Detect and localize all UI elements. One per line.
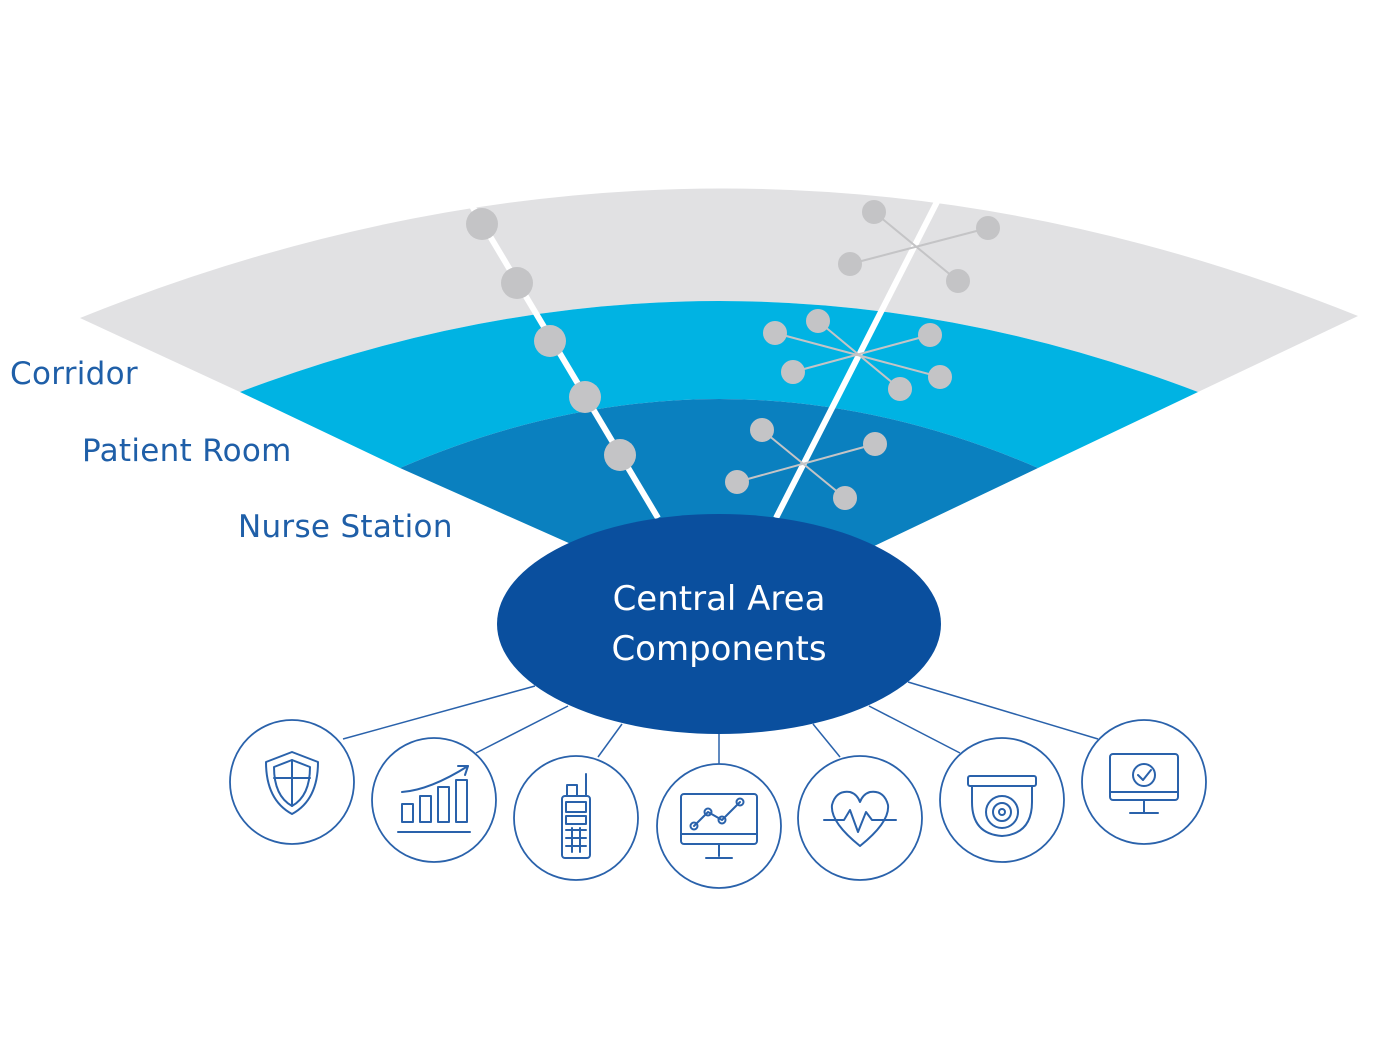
star-node bbox=[725, 470, 749, 494]
star-node bbox=[888, 377, 912, 401]
mesh-nodes bbox=[466, 208, 636, 471]
corridor-band bbox=[80, 188, 1358, 392]
star-node bbox=[928, 365, 952, 389]
growth-bar-chart-icon bbox=[397, 765, 471, 833]
heartbeat-icon bbox=[823, 790, 897, 847]
component-circle-analytics[interactable] bbox=[371, 737, 497, 863]
mesh-node bbox=[466, 208, 498, 240]
star-cluster-corridor bbox=[838, 200, 1000, 293]
star-node bbox=[763, 321, 787, 345]
star-node bbox=[806, 309, 830, 333]
component-circle-camera[interactable] bbox=[939, 737, 1065, 863]
star-node bbox=[863, 432, 887, 456]
monitor-check-icon bbox=[1109, 753, 1179, 814]
two-way-radio-icon bbox=[561, 773, 591, 859]
mesh-node bbox=[534, 325, 566, 357]
shield-icon bbox=[265, 751, 319, 815]
component-circle-monitoring[interactable] bbox=[656, 763, 782, 889]
mesh-node bbox=[604, 439, 636, 471]
hub-title-line1: Central Area bbox=[612, 579, 826, 619]
component-connectors bbox=[342, 681, 1099, 764]
mesh-node bbox=[501, 267, 533, 299]
star-cluster-nurse-station bbox=[725, 418, 887, 510]
corridor-label: Corridor bbox=[10, 356, 138, 392]
monitor-analytics-icon bbox=[680, 793, 758, 859]
star-node bbox=[862, 200, 886, 224]
star-node bbox=[750, 418, 774, 442]
security-camera-icon bbox=[967, 775, 1037, 837]
mesh-node bbox=[569, 381, 601, 413]
star-node bbox=[781, 360, 805, 384]
hub-title-line2: Components bbox=[611, 629, 827, 669]
star-node bbox=[838, 252, 862, 276]
star-node bbox=[976, 216, 1000, 240]
star-node bbox=[946, 269, 970, 293]
nurse-station-label: Nurse Station bbox=[238, 509, 453, 545]
component-circle-health[interactable] bbox=[797, 755, 923, 881]
central-hub bbox=[497, 514, 941, 734]
star-node bbox=[918, 323, 942, 347]
component-circle-radio[interactable] bbox=[513, 755, 639, 881]
component-circle-display[interactable] bbox=[1081, 719, 1207, 845]
patient-room-label: Patient Room bbox=[82, 433, 292, 469]
patient-room-band bbox=[240, 301, 1198, 468]
star-node bbox=[833, 486, 857, 510]
star-cluster-patient-room bbox=[763, 309, 952, 401]
